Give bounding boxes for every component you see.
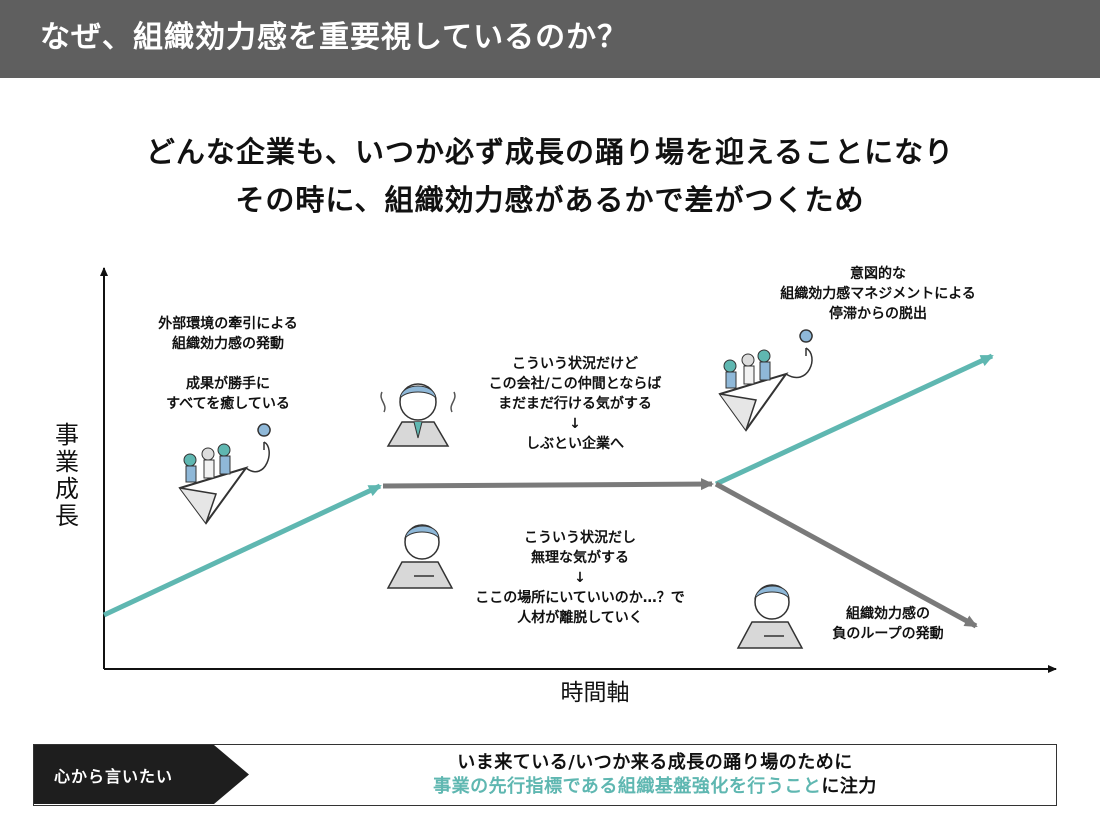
x-axis-label: 時間軸 (560, 680, 630, 706)
worried-businessman-icon (736, 584, 804, 649)
key-message-box: 心から言いたい いま来ている/いつか来る成長の踊り場のために 事業の先行指標であ… (33, 744, 1057, 806)
headline-line-1: どんな企業も、いつか必ず成長の踊り場を迎えることになり (145, 135, 955, 169)
note-resilient-company: こういう状況だけど この会社/この仲間とならば まだまだ行ける気がする ↓ しぶ… (488, 356, 662, 452)
note-negative-loop: 組織効力感の 負のループの発動 (832, 606, 944, 642)
note-intentional-management: 意図的な 組織効力感マネジメントによる 停滞からの脱出 (780, 266, 976, 322)
note-external-pull: 外部環境の牽引による 組織効力感の発動 (158, 316, 298, 352)
header-bar: なぜ、組織効力感を重要視しているのか？ (0, 0, 1100, 78)
plateau-line (382, 478, 714, 491)
key-message-line-1: いま来ている/いつか来る成長の踊り場のために (457, 752, 853, 773)
y-axis-label-text: 事業成長 (55, 421, 79, 530)
note-results-heal: 成果が勝手に すべてを癒している (166, 376, 290, 412)
y-axis-label: 事業成長 (52, 422, 82, 530)
thinking-businessman-icon (380, 383, 456, 447)
decline-line (714, 481, 978, 629)
page-title: なぜ、組織効力感を重要視しているのか？ (40, 20, 629, 55)
headline-line-2: その時に、組織効力感があるかで差がつくため (235, 183, 865, 217)
growth-line-rising (102, 483, 382, 618)
key-message-tag: 心から言いたい (34, 745, 249, 804)
growth-line-recovery (714, 353, 994, 487)
key-message-line-2: 事業の先行指標である組織基盤強化を行うことに注力 (433, 776, 877, 797)
team-paper-plane-icon (178, 423, 271, 525)
note-talent-attrition: こういう状況だし 無理な気がする ↓ ここの場所にいていいのか…？で 人材が離脱… (475, 530, 685, 626)
team-paper-plane-icon (718, 329, 813, 432)
worried-businessman-icon (386, 524, 454, 589)
key-message-text: いま来ている/いつか来る成長の踊り場のために 事業の先行指標である組織基盤強化を… (264, 751, 1046, 799)
